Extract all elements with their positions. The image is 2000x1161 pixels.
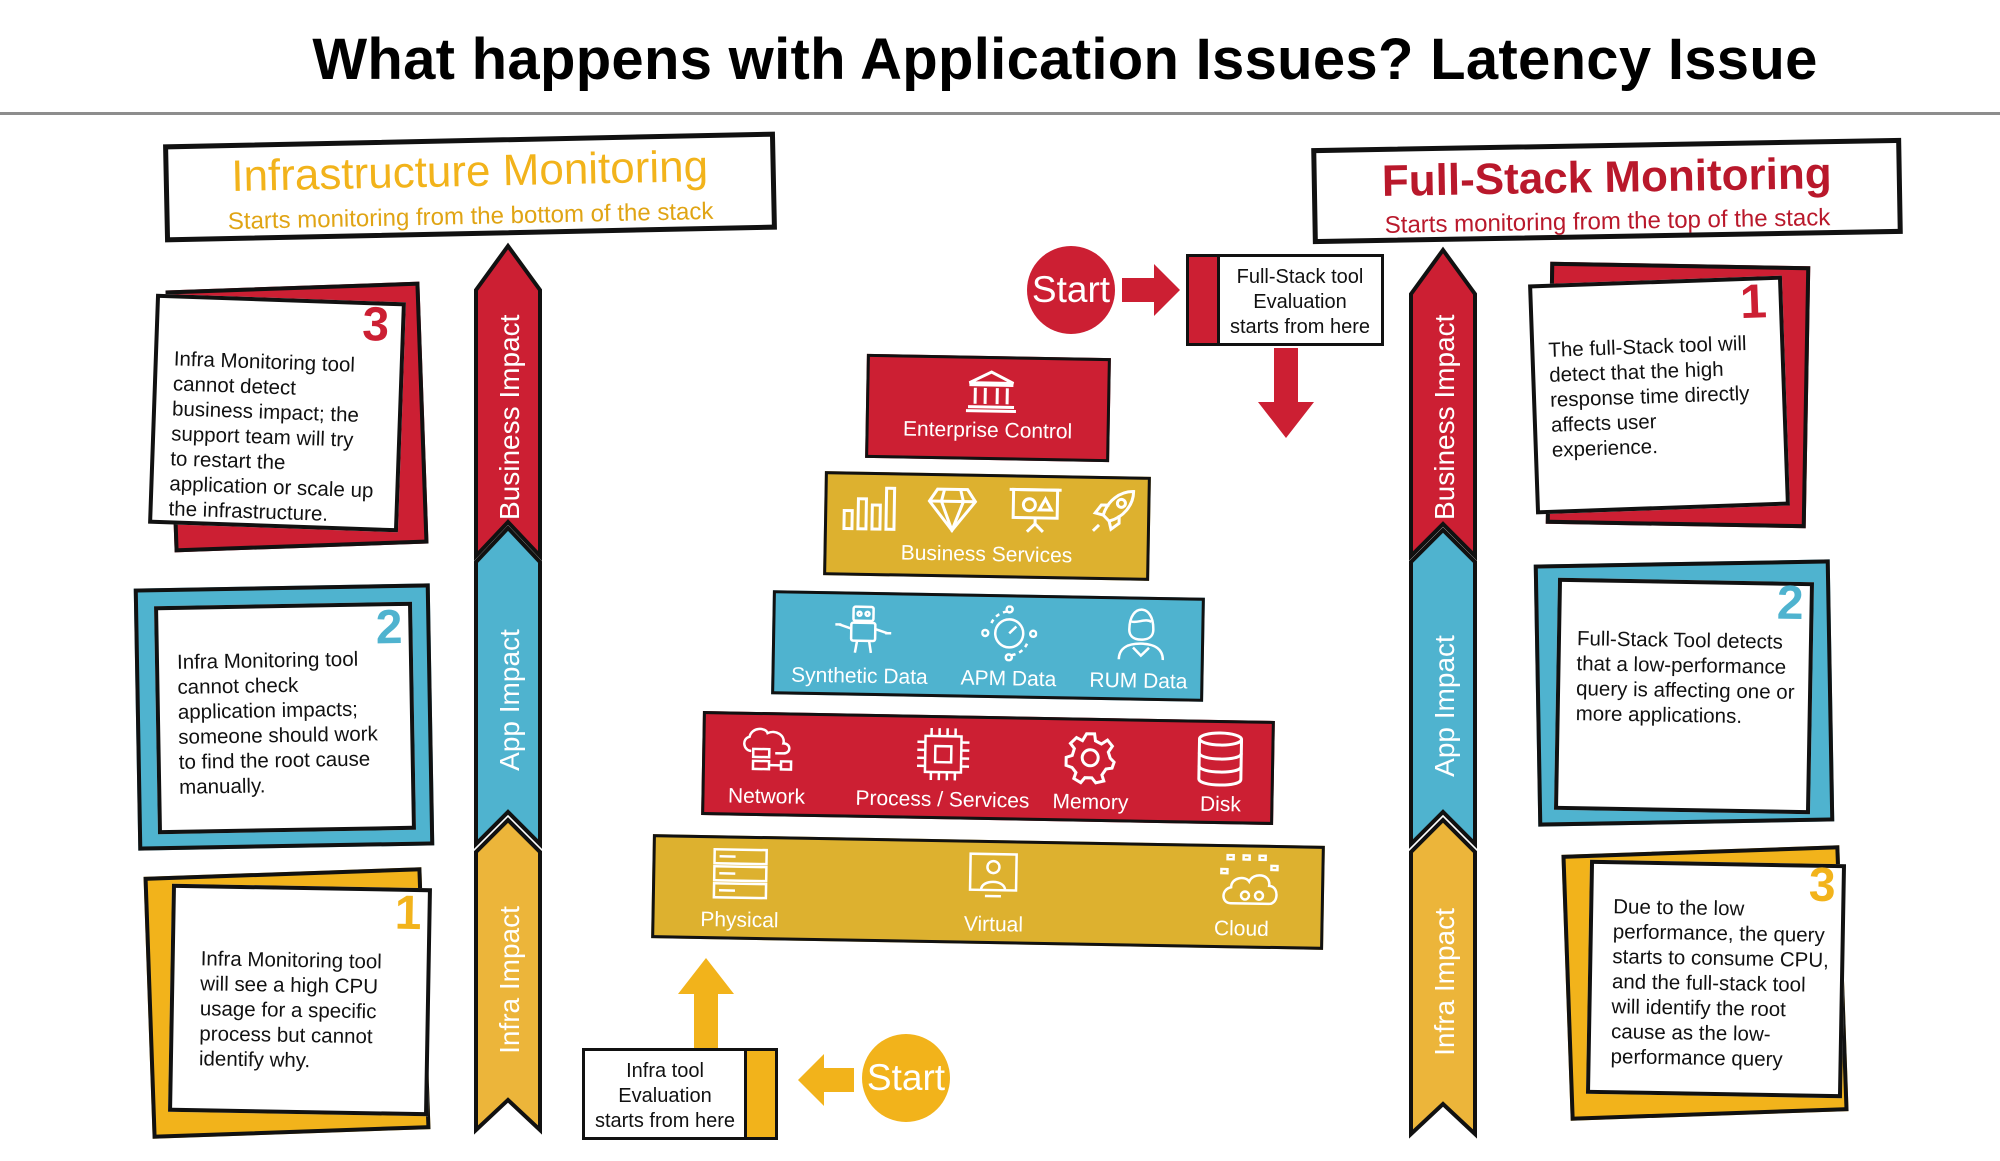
infra-evaluation-note-bar	[744, 1051, 775, 1137]
business-impact-arrow	[474, 242, 542, 562]
synthetic-data-label: Synthetic Data	[790, 663, 928, 689]
infra-start-marker: Start	[862, 1034, 950, 1122]
left-infra-impact-label: Infra Impact	[494, 906, 525, 1054]
bar-chart-icon	[842, 486, 897, 531]
cloud-icon	[1220, 853, 1279, 906]
rum-data-label: RUM Data	[1089, 668, 1188, 694]
page-title: What happens with Application Issues? La…	[312, 27, 1818, 92]
app-impact-arrow	[474, 525, 542, 849]
server-icon	[712, 847, 768, 900]
fullstack-start-arrow-right	[1122, 264, 1180, 316]
infra-start-arrow-left	[798, 1054, 854, 1106]
process-services-label: Process / Services	[855, 786, 1030, 813]
layer-business-services: Business Services	[823, 471, 1151, 581]
infra-monitoring-subtitle: Starts monitoring from the bottom of the…	[227, 197, 714, 236]
fullstack-start-marker: Start	[1027, 246, 1115, 334]
database-icon	[1197, 731, 1244, 787]
fullstack-monitoring-title: Full-Stack Monitoring	[1381, 149, 1833, 206]
layer-monitoring-data: Synthetic Data APM Data RUM Data	[771, 590, 1205, 702]
bank-icon	[965, 370, 1016, 413]
cloud-network-icon	[743, 727, 793, 771]
memory-label: Memory	[1052, 790, 1129, 815]
rocket-icon	[1091, 490, 1136, 532]
layer-infrastructure: Physical Virtual Cloud	[651, 834, 1325, 950]
layer-system-resources: Network Process / Services Memory Disk	[701, 711, 1275, 825]
infra-impact-arrow	[1409, 817, 1477, 1139]
infra-monitoring-header: Infrastructure Monitoring Starts monitor…	[163, 131, 777, 243]
infra-card-2-number: 2	[375, 600, 403, 655]
fullstack-start-arrow-down	[1258, 348, 1314, 438]
cpu-chip-icon	[917, 727, 970, 781]
infra-monitoring-title: Infrastructure Monitoring	[230, 142, 709, 201]
right-app-impact-label: App Impact	[1429, 635, 1460, 777]
gear-icon	[1064, 732, 1116, 785]
business-impact-arrow	[1409, 246, 1477, 561]
fullstack-evaluation-note-bar	[1189, 257, 1220, 343]
infra-card-1-number: 1	[394, 886, 422, 941]
app-impact-arrow	[1409, 527, 1477, 849]
infra-impact-arrow	[474, 817, 542, 1135]
virtual-label: Virtual	[963, 912, 1024, 937]
user-icon	[1117, 608, 1165, 661]
fullstack-monitoring-subtitle: Starts monitoring from the top of the st…	[1384, 204, 1831, 239]
left-app-impact-label: App Impact	[494, 629, 525, 771]
disk-label: Disk	[1199, 792, 1242, 817]
enterprise-control-label: Enterprise Control	[902, 417, 1073, 444]
business-services-label: Business Services	[900, 541, 1073, 568]
physical-label: Physical	[700, 907, 779, 933]
fullstack-card-1-number: 1	[1739, 275, 1768, 330]
infra-side-impact-arrows	[474, 242, 542, 1135]
infra-start-arrow-up	[678, 958, 734, 1050]
diamond-icon	[927, 487, 978, 533]
apm-data-label: APM Data	[960, 666, 1057, 692]
cloud-label: Cloud	[1213, 916, 1270, 941]
right-infra-impact-label: Infra Impact	[1429, 908, 1460, 1056]
network-label: Network	[727, 784, 806, 809]
presentation-icon	[1009, 487, 1062, 534]
fullstack-side-impact-arrows	[1409, 246, 1477, 1139]
right-business-impact-label: Business Impact	[1429, 314, 1460, 520]
robot-icon	[835, 605, 892, 654]
fullstack-monitoring-header: Full-Stack Monitoring Starts monitoring …	[1311, 137, 1903, 245]
infra-card-3-number: 3	[361, 297, 391, 352]
layer-enterprise-control: Enterprise Control	[865, 353, 1111, 463]
gauge-cycle-icon	[980, 605, 1038, 662]
title-divider	[0, 112, 2000, 115]
virtual-monitor-icon	[968, 852, 1018, 898]
left-business-impact-label: Business Impact	[494, 314, 525, 520]
fullstack-card-2-number: 2	[1776, 576, 1805, 631]
